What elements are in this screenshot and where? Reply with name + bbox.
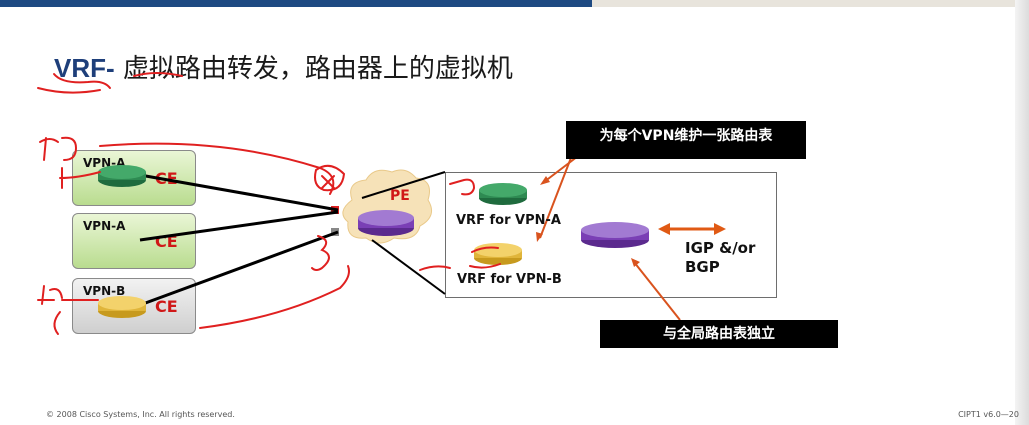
copyright: © 2008 Cisco Systems, Inc. All rights re… <box>46 410 235 419</box>
igp-line: IGP &/or <box>685 239 756 257</box>
course-code: CIPT1 v6.0—20 <box>958 410 1019 419</box>
zoom-line-bottom <box>371 239 446 295</box>
callout-per-vpn-table: 为每个VPN维护一张路由表 <box>566 121 806 159</box>
title-text: 虚拟路由转发，路由器上的虚拟机 <box>114 54 513 84</box>
pe-label: PE <box>390 188 410 204</box>
igp-bgp-label: IGP &/or BGP <box>685 239 755 277</box>
router-icon <box>98 165 146 187</box>
vrf-label-a: VRF for VPN-A <box>456 213 561 228</box>
header-bar-right <box>592 0 1029 7</box>
title-vrf: VRF- <box>54 53 115 83</box>
router-icon <box>98 296 146 318</box>
router-icon <box>474 243 522 265</box>
ce-label: CE <box>155 297 178 316</box>
slide-title: VRF- 虚拟路由转发，路由器上的虚拟机 <box>54 48 513 85</box>
header-bar <box>0 0 592 7</box>
router-icon <box>581 222 649 248</box>
bgp-line: BGP <box>685 258 720 276</box>
vpn-label: VPN-A <box>83 219 126 233</box>
callout-independent-global: 与全局路由表独立 <box>600 320 838 348</box>
link-b <box>139 230 339 307</box>
vpn-label: VPN-B <box>83 284 126 298</box>
double-arrow-icon <box>658 223 726 235</box>
link-a1 <box>139 173 339 212</box>
router-icon <box>358 210 414 236</box>
window-edge <box>1015 0 1029 425</box>
zoom-line-top <box>361 171 446 199</box>
vrf-label-b: VRF for VPN-B <box>457 272 562 287</box>
handwritten-annotations <box>37 72 501 335</box>
link-a2 <box>139 210 339 242</box>
router-icon <box>479 183 527 205</box>
